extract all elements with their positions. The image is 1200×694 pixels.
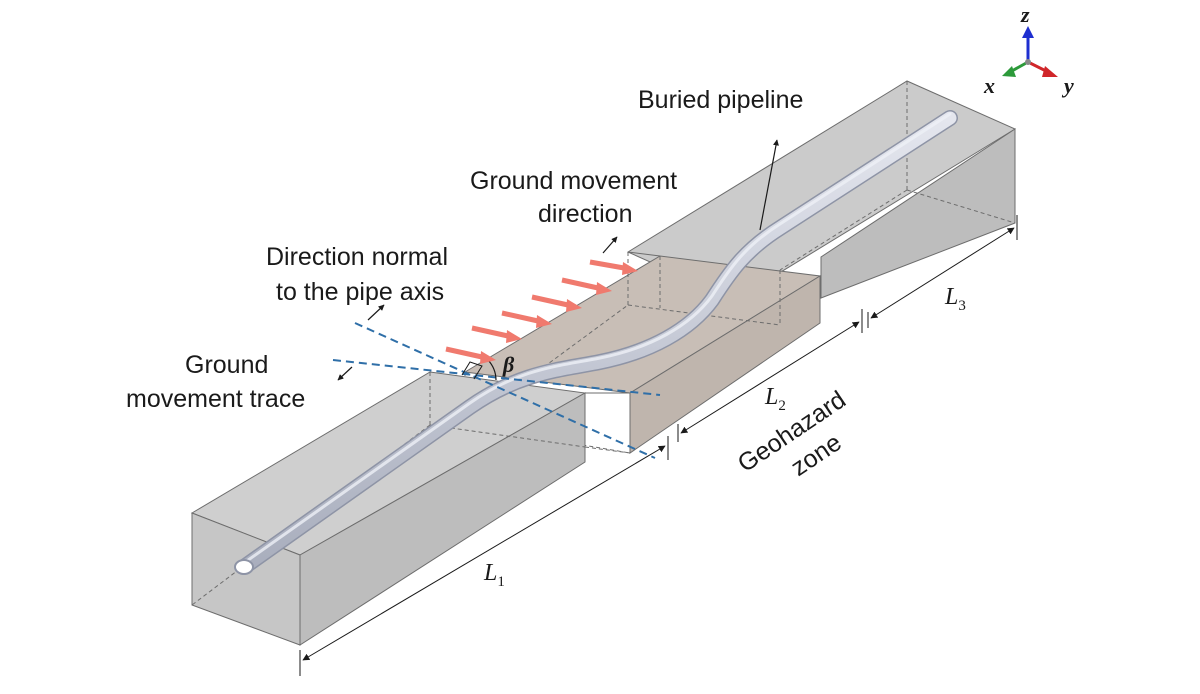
label-ground-movement-direction-1: Ground movement (470, 167, 677, 195)
x-axis-arrow (1002, 66, 1016, 77)
right-angle-mark (461, 361, 483, 380)
dimension-L3 (870, 227, 1015, 319)
label-direction-normal-2: to the pipe axis (276, 278, 444, 306)
label-L2: L2 (764, 384, 786, 414)
z-axis-arrow (1022, 26, 1034, 38)
label-leaders (337, 139, 779, 381)
movement-arrow (589, 259, 638, 275)
label-L1: L1 (483, 560, 505, 590)
ground-movement-arrows (445, 259, 638, 364)
dimension-L1 (302, 445, 666, 661)
label-beta: β (502, 352, 515, 377)
axis-label-y: y (1061, 73, 1074, 98)
pipe-end-opening (234, 559, 254, 575)
dimension-L2 (680, 321, 860, 434)
axis-triad: z x y (983, 2, 1074, 98)
axis-label-z: z (1020, 2, 1030, 27)
movement-arrow (445, 346, 496, 364)
label-geohazard-zone: Geohazard zone (733, 386, 851, 482)
label-ground-movement-direction-2: direction (538, 200, 633, 228)
label-ground-movement-trace-2: movement trace (126, 385, 305, 413)
y-axis-arrow (1042, 66, 1058, 77)
axis-label-x: x (983, 73, 995, 98)
label-L3: L3 (944, 284, 966, 314)
ground-movement-trace-line (332, 359, 661, 396)
normal-direction-line (354, 322, 656, 459)
movement-arrow (471, 325, 522, 343)
movement-arrow (531, 294, 582, 312)
movement-arrow (561, 277, 612, 295)
label-direction-normal-1: Direction normal (266, 243, 448, 271)
movement-arrow (501, 310, 552, 328)
buried-pipeline (234, 110, 958, 575)
label-ground-movement-trace-1: Ground (185, 351, 268, 379)
dimension-lines (299, 215, 1018, 676)
label-buried-pipeline: Buried pipeline (638, 86, 803, 114)
